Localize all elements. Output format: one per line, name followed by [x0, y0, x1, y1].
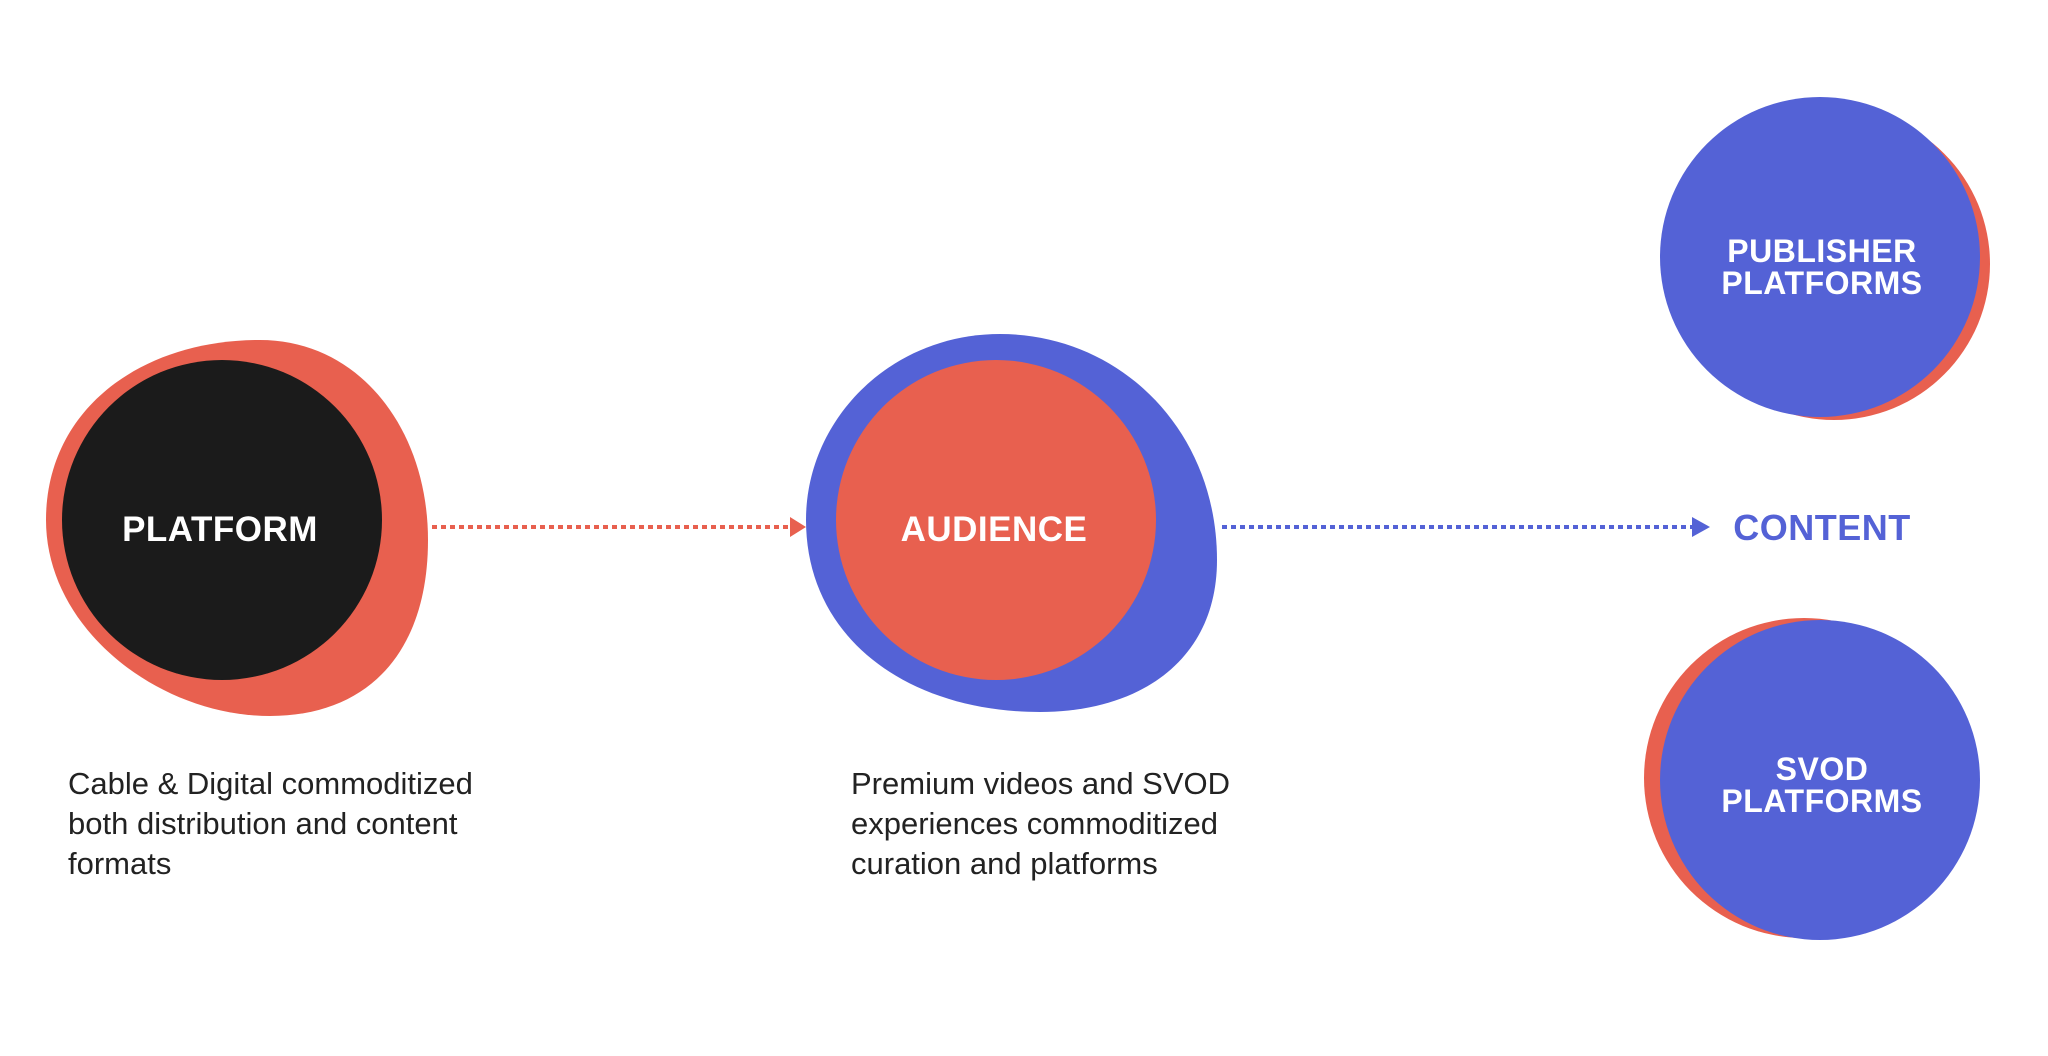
platform-circle — [62, 360, 382, 680]
svod-platforms-label: SVOD PLATFORMS — [1721, 753, 1922, 817]
platform-label: PLATFORM — [122, 510, 318, 549]
content-label: CONTENT — [1733, 507, 1911, 548]
caption-line: experiences commoditized — [851, 806, 1219, 841]
svod-circle — [1660, 620, 1980, 940]
caption-line: formats — [68, 846, 172, 881]
svod-label-line: SVOD — [1775, 751, 1869, 787]
publisher-circle — [1660, 97, 1980, 417]
caption-line: both distribution and content — [68, 806, 458, 841]
publisher-label-line: PLATFORMS — [1721, 265, 1923, 301]
caption-line: Cable & Digital commoditized — [68, 766, 473, 801]
arrowhead-icon — [790, 517, 806, 537]
audience-caption: Premium videos and SVOD experiences comm… — [851, 764, 1230, 884]
audience-label: AUDIENCE — [900, 510, 1088, 549]
arrowhead-icon — [1692, 517, 1710, 537]
svod-label-line: PLATFORMS — [1721, 783, 1923, 819]
caption-line: Premium videos and SVOD — [851, 766, 1231, 801]
publisher-label-line: PUBLISHER — [1727, 233, 1917, 269]
publisher-platforms-label: PUBLISHER PLATFORMS — [1721, 235, 1922, 299]
platform-caption: Cable & Digital commoditized both distri… — [68, 764, 473, 884]
caption-line: curation and platforms — [851, 846, 1158, 881]
audience-circle — [836, 360, 1156, 680]
